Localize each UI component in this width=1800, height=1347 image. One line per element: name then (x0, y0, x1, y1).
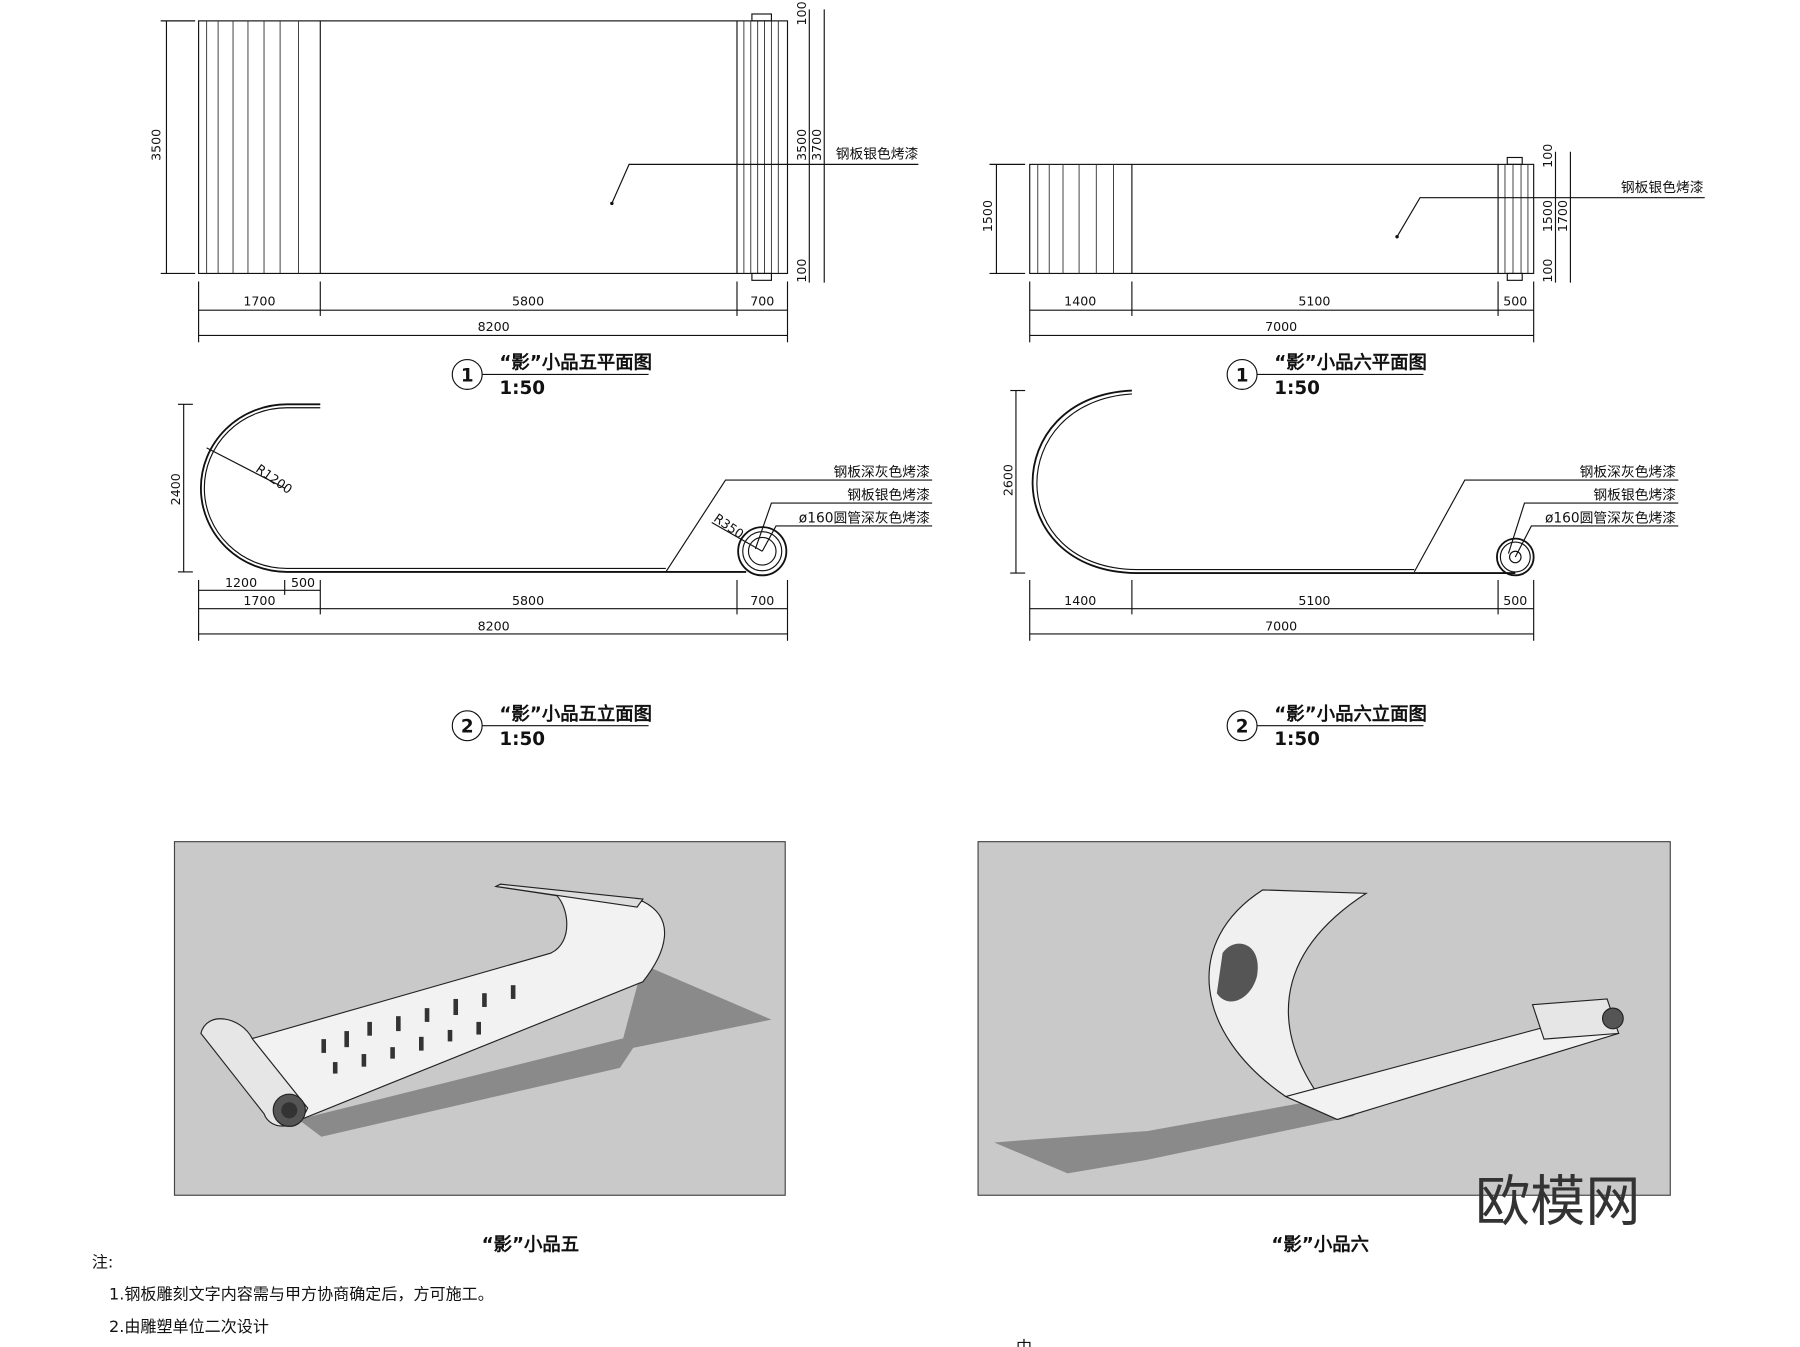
leader-label: 钢板深灰色烤漆 (1580, 464, 1677, 481)
render-caption: “影”小品六 (1271, 1233, 1369, 1255)
leader-label: 钢板深灰色烤漆 (833, 464, 930, 481)
elevation-6: 钢板深灰色烤漆 钢板银色烤漆 ø160圆管深灰色烤漆 2600 1400 510… (1001, 389, 1679, 750)
leader-label: ø160圆管深灰色烤漆 (1545, 510, 1676, 527)
elevation-5: R1200 R350 钢板深灰色烤漆 钢板银色烤漆 ø160圆管深灰色烤漆 24… (168, 403, 933, 750)
dim-bottom: 500 (1503, 593, 1527, 608)
dim-bottom: 1400 (1064, 593, 1096, 608)
render-5 (173, 841, 786, 1196)
drawing-number: 2 (461, 717, 474, 738)
dim-left: 2400 (168, 473, 183, 505)
dim-bottom: 700 (750, 294, 774, 309)
leader-label: 钢板银色烤漆 (847, 487, 930, 504)
dim-bottom: 700 (750, 593, 774, 608)
dim-right-mid: 1500 (1540, 200, 1555, 232)
dim-left: 1500 (980, 200, 995, 232)
notes-heading: 注: (92, 1253, 113, 1272)
radius-label: R1200 (253, 461, 295, 497)
plan-5: 3500 100 3500 100 3700 1700 5800 700 820… (149, 1, 919, 399)
dim-bottom: 5100 (1298, 593, 1330, 608)
leader-label: ø160圆管深灰色烤漆 (799, 510, 930, 527)
dim-right-mid: 3500 (794, 129, 809, 161)
dim-bottom: 5100 (1298, 294, 1330, 309)
dim-total: 8200 (478, 319, 510, 334)
dim-left: 2600 (1001, 464, 1016, 496)
dim-right-total: 3700 (809, 129, 824, 161)
dim-top: 1200 (225, 575, 257, 590)
plan-6: 1500 100 1500 100 1700 1400 5100 500 700… (980, 144, 1705, 399)
dim-right-top: 100 (1540, 144, 1555, 168)
dim-top: 500 (291, 575, 315, 590)
leader-label: 钢板银色烤漆 (836, 146, 919, 163)
drawing-title: “影”小品六立面图 (1274, 703, 1427, 725)
drawing-number: 1 (461, 365, 474, 386)
drawing-scale: 1:50 (499, 378, 545, 399)
dim-bottom: 5800 (512, 593, 544, 608)
render-6 (977, 841, 1671, 1196)
drawing-number: 1 (1236, 365, 1249, 386)
dim-right-bottom: 100 (794, 259, 809, 283)
watermark-logo: 欧模网 (1475, 1170, 1640, 1234)
dim-bottom: 5800 (512, 294, 544, 309)
radius-label: R350 (711, 510, 747, 541)
dim-bottom: 1400 (1064, 294, 1096, 309)
drawing-title: “影”小品六平面图 (1274, 352, 1427, 374)
dim-bottom: 1700 (243, 294, 275, 309)
drawing-number: 2 (1236, 717, 1249, 738)
dim-right-total: 1700 (1555, 200, 1570, 232)
dim-right-bottom: 100 (1540, 259, 1555, 283)
drawing-scale: 1:50 (1274, 729, 1320, 750)
drawing-scale: 1:50 (1274, 378, 1320, 399)
drawing-scale: 1:50 (499, 729, 545, 750)
dim-bottom: 500 (1503, 294, 1527, 309)
note-item: 1.钢板雕刻文字内容需与甲方协商确定后，方可施工。 (109, 1285, 494, 1304)
dim-total: 7000 (1265, 618, 1297, 633)
note-item: 2.由雕塑单位二次设计 (109, 1317, 269, 1336)
footer-text: 中 (1016, 1338, 1032, 1347)
leader-label: 钢板银色烤漆 (1593, 487, 1676, 504)
drawing-title: “影”小品五平面图 (499, 353, 652, 374)
dim-left: 3500 (149, 129, 164, 161)
leader-label: 钢板银色烤漆 (1621, 179, 1704, 196)
dim-bottom: 1700 (243, 593, 275, 608)
dim-right-top: 100 (794, 1, 809, 25)
dim-total: 8200 (478, 618, 510, 633)
drawing-title: “影”小品五立面图 (499, 703, 652, 725)
render-caption: “影”小品五 (482, 1234, 580, 1255)
dim-total: 7000 (1265, 319, 1297, 334)
